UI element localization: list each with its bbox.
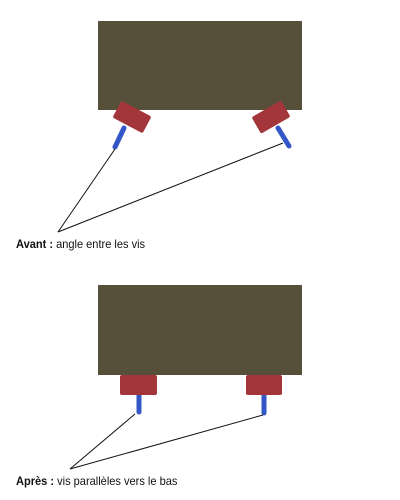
after-caption-text: vis parallèles vers le bas [57,474,178,488]
before-panel [98,21,302,110]
before-right-screw-shaft [275,125,292,149]
before-right-screw-head [252,101,290,133]
after-left-screw-head [120,375,157,395]
after-panel [98,285,302,375]
after-caption-bold: Après : [16,474,55,488]
before-left-screw-head [113,101,151,133]
after-diagram [69,285,302,470]
before-caption-text: angle entre les vis [56,237,146,251]
before-caption: Avant : angle entre les vis [16,237,145,251]
after-left-screw [120,375,157,415]
after-leader-line-right [69,414,264,470]
before-caption-bold: Avant : [16,237,54,251]
before-left-screw [112,101,151,150]
after-leader-line-left [69,413,136,470]
before-leader-line-left [57,148,116,233]
before-left-screw-shaft [112,125,127,150]
before-leader-line-right [57,142,284,233]
after-right-screw-head [246,375,282,395]
before-diagram [57,21,302,233]
after-caption: Après : vis parallèles vers le bas [16,474,177,488]
before-right-screw [252,101,292,149]
after-right-screw [246,375,282,416]
